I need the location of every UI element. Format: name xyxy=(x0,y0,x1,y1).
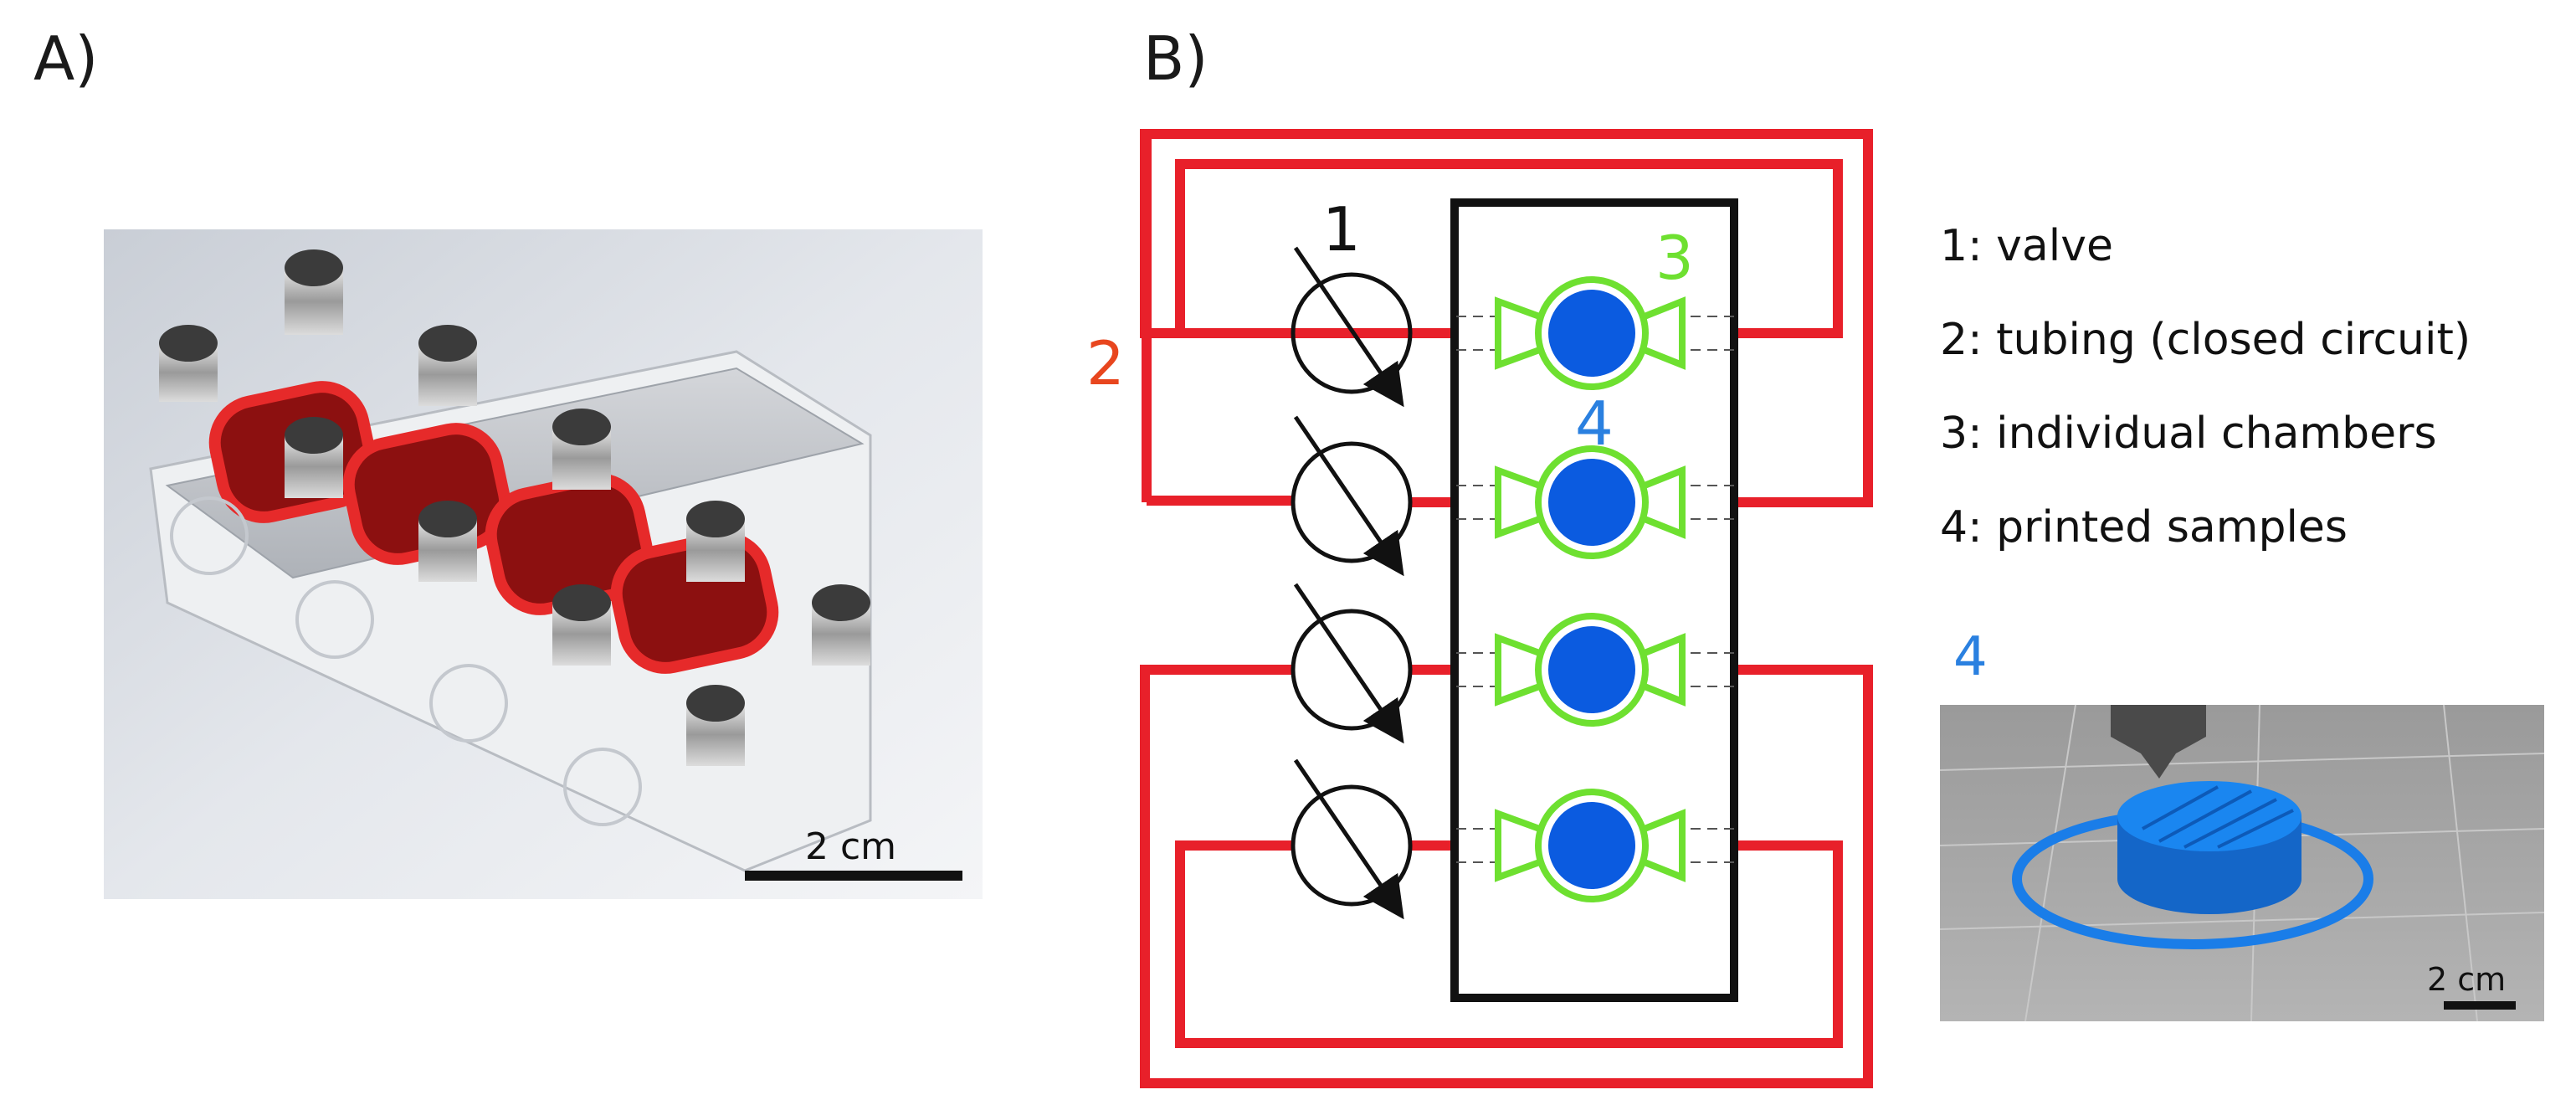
inset-render xyxy=(1939,704,2545,1022)
device-screw xyxy=(812,584,870,666)
chamber-number-label: 3 xyxy=(1655,223,1694,293)
device-bolt xyxy=(170,496,249,575)
chamber xyxy=(1456,789,1734,902)
device-screw xyxy=(159,325,218,402)
tubing-loop-inner-bottom xyxy=(1175,840,1843,1048)
inset-scale-bar xyxy=(2444,1001,2516,1010)
panel-a-label: A) xyxy=(33,23,99,94)
panel-b-label: B) xyxy=(1143,23,1208,94)
device-screws xyxy=(159,249,870,766)
panel-a-scale-label: 2 cm xyxy=(805,825,897,868)
valve xyxy=(1291,415,1413,577)
chamber xyxy=(1456,445,1734,559)
inset-number-label: 4 xyxy=(1953,626,1988,688)
sample xyxy=(1548,459,1635,546)
device-screw xyxy=(686,685,745,766)
valve xyxy=(1291,758,1413,920)
legend: 1: valve 2: tubing (closed circuit) 3: i… xyxy=(1940,199,2471,574)
device-screw xyxy=(686,501,745,582)
printed-infill xyxy=(2142,785,2294,849)
device-screw xyxy=(552,409,611,490)
device-screw xyxy=(285,249,343,335)
device-screw xyxy=(418,501,477,582)
chamber xyxy=(1456,613,1734,727)
tubing-number-label: 2 xyxy=(1086,328,1125,398)
device-bolt xyxy=(429,664,508,743)
valve-number-label: 1 xyxy=(1322,194,1361,265)
printer-nozzle xyxy=(2111,705,2206,779)
panel-a-render xyxy=(104,229,983,899)
legend-item-tubing: 2: tubing (closed circuit) xyxy=(1940,315,2471,365)
chamber xyxy=(1456,276,1734,390)
legend-item-valve: 1: valve xyxy=(1940,221,2113,271)
valve xyxy=(1291,246,1413,408)
device-screw xyxy=(418,325,477,406)
tubing-loop-outer-bottom xyxy=(1140,665,1873,1088)
sample-number-label: 4 xyxy=(1575,388,1614,459)
device-screw xyxy=(285,417,343,498)
sample xyxy=(1548,626,1635,713)
legend-item-samples: 4: printed samples xyxy=(1940,502,2348,553)
device-top-face xyxy=(165,367,865,579)
device-bolt xyxy=(295,580,374,659)
panel-b-diagram xyxy=(1140,129,1873,1088)
sample xyxy=(1548,290,1635,377)
device-screw xyxy=(552,584,611,666)
legend-item-chambers: 3: individual chambers xyxy=(1940,409,2437,459)
panel-a-scale-bar xyxy=(745,871,962,881)
device-bolt xyxy=(563,748,642,826)
sample xyxy=(1548,802,1635,889)
printed-sample-top xyxy=(2117,781,2301,851)
inset-scale-label: 2 cm xyxy=(2427,961,2507,998)
valve xyxy=(1291,583,1413,744)
tubing-loop-inner-top xyxy=(1175,159,1843,338)
device-side-bolts xyxy=(170,496,642,826)
